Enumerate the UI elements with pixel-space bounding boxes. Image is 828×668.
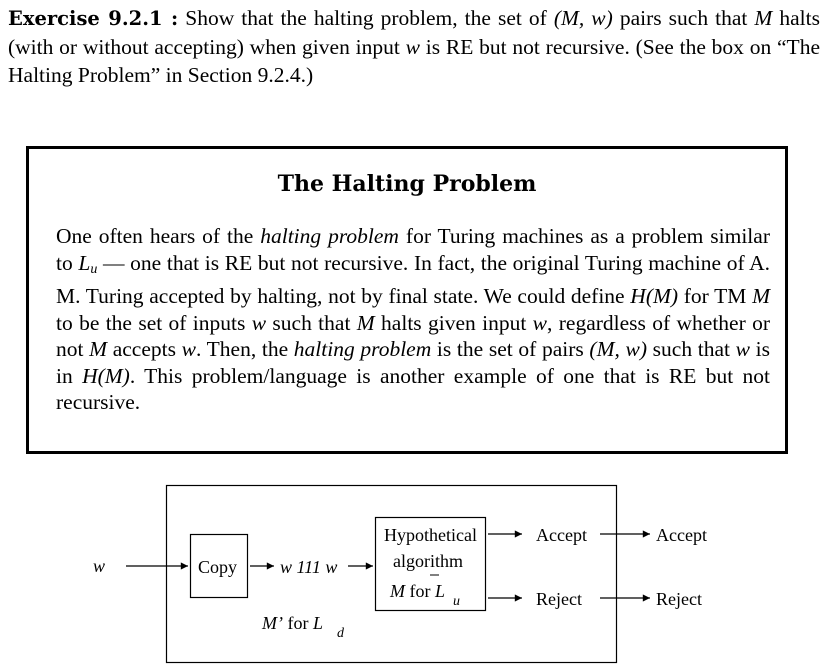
box-text: is in: [56, 337, 771, 388]
for-word: for: [405, 581, 435, 601]
box-text: such that: [647, 337, 736, 361]
m-for-lu-label: M for L: [390, 581, 445, 601]
box-text: . Then, the: [196, 337, 294, 361]
box-text: . This problem/language is another examp…: [56, 363, 770, 415]
lu-subscript: u: [453, 594, 460, 609]
m-symbol: M: [390, 581, 405, 601]
box-text: to be the set of inputs: [56, 310, 252, 335]
copy-label: Copy: [198, 557, 238, 577]
exercise-text: halts (with or without accepting) when g…: [8, 6, 820, 59]
ld-subscript: d: [337, 626, 344, 641]
math-w: w: [532, 310, 548, 335]
box-text: halts given input: [374, 310, 533, 335]
mprime-for-ld-label: M’ for L: [262, 613, 323, 633]
box-text: accepts: [107, 337, 182, 361]
box-text: such that: [266, 310, 357, 335]
exercise-text: is RE but not recursive. (See the box on…: [8, 35, 820, 87]
math-m: M: [754, 6, 773, 30]
math-l: L: [78, 250, 91, 275]
reduction-diagram: w Copy w 111 w Hypothetical algorithm M …: [0, 470, 828, 668]
box-text: is the set of pairs: [431, 337, 590, 361]
reject-outer-label: Reject: [656, 589, 702, 609]
exercise-statement: Exercise 9.2.1 : Show that the halting p…: [8, 4, 820, 89]
hypothetical-box: [374, 516, 487, 612]
box-text: for TM: [678, 284, 753, 308]
box-text: , regardless of whether or not: [56, 310, 770, 362]
math-w: w: [405, 35, 420, 59]
math-pair: (M, w): [589, 337, 648, 361]
mprime-symbol: M’: [262, 613, 283, 633]
exercise-label: Exercise 9.2.1 :: [8, 7, 179, 30]
accept-inner-label: Accept: [536, 525, 587, 545]
halting-problem-box: The Halting Problem One often hears of t…: [26, 146, 788, 454]
w111w-label: w 111 w: [280, 557, 338, 577]
math-m: M: [356, 310, 375, 335]
exercise-text: Show that the halting problem, the set o…: [178, 6, 554, 30]
math-subscript: u: [90, 261, 98, 277]
reject-inner-label: Reject: [536, 589, 582, 609]
math-w: w: [251, 310, 267, 335]
box-text: — one that is RE but not recursive. In f…: [56, 250, 770, 309]
box-body: One often hears of the halting problem f…: [56, 223, 770, 416]
l-symbol: L: [313, 613, 324, 633]
math-hm: H(M): [630, 284, 679, 308]
l-symbol: L: [435, 581, 446, 601]
hypothetical-label: Hypothetical: [384, 525, 477, 545]
math-pair: (M, w): [553, 6, 613, 30]
accept-outer-label: Accept: [656, 525, 707, 545]
math-w: w: [181, 337, 196, 361]
box-emphasis: halting problem: [293, 337, 432, 361]
box-title: The Halting Problem: [277, 171, 537, 197]
input-w-label: w: [93, 556, 106, 576]
outer-machine-box: [165, 484, 618, 664]
math-w: w: [735, 337, 750, 361]
box-text: One often hears of the: [56, 224, 261, 248]
box-text: for Turing machines as a problem similar…: [56, 224, 770, 275]
math-m: M: [89, 337, 108, 361]
math-hm: H(M): [82, 363, 130, 388]
diagram-graphics: [126, 484, 651, 664]
math-m: M: [752, 284, 770, 308]
copy-box: [189, 533, 249, 599]
algorithm-label: algorithm: [393, 551, 463, 571]
exercise-text: pairs such that: [612, 6, 755, 30]
for-word: for: [287, 613, 309, 633]
box-emphasis: halting problem: [260, 224, 399, 248]
